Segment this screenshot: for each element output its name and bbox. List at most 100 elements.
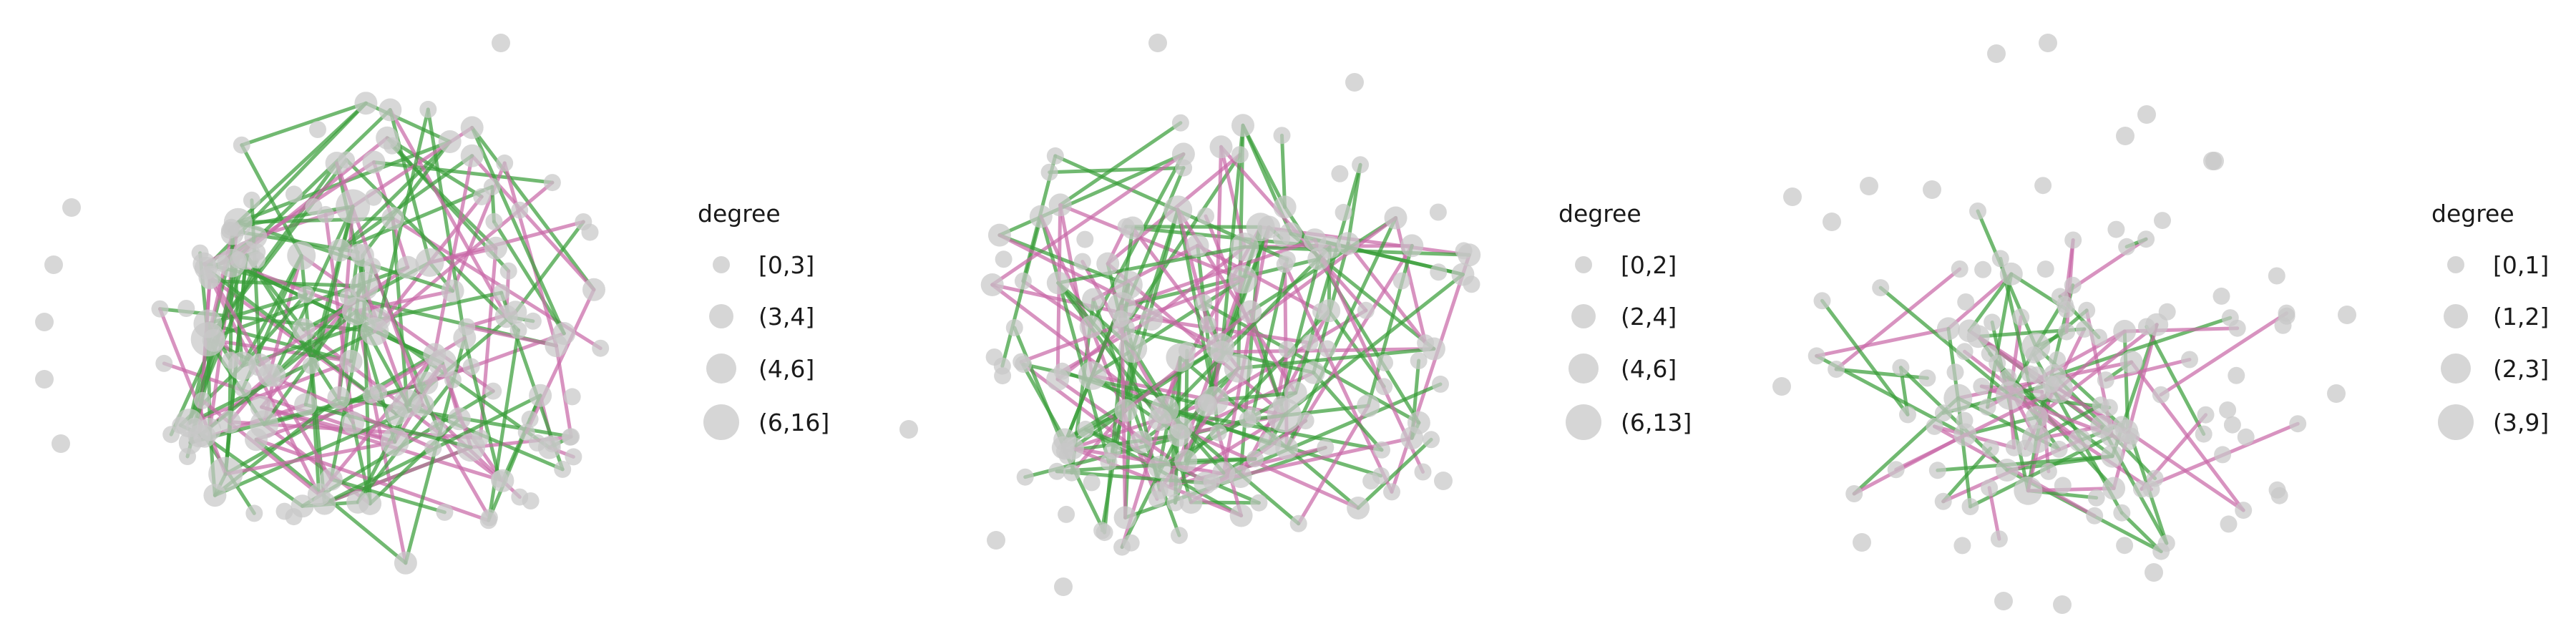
network-node [1231, 146, 1249, 164]
isolated-node [492, 34, 510, 52]
network-edge [1124, 225, 1263, 229]
network-node [423, 343, 447, 366]
network-node [1167, 424, 1191, 447]
isolated-node [35, 370, 54, 389]
legend-label: (4,6] [758, 355, 814, 383]
network-node [200, 272, 218, 290]
network-edge [369, 336, 467, 397]
legend-label: (3,9] [2493, 409, 2549, 436]
network-edge [525, 288, 596, 434]
network-node [1058, 505, 1075, 523]
legend-key-medium [709, 304, 733, 328]
network-node [1934, 404, 1952, 422]
network-edge [470, 125, 596, 292]
network-node [1179, 491, 1203, 514]
network-node [230, 251, 247, 269]
network-node [1016, 468, 1034, 486]
network-node [1943, 384, 1973, 413]
isolated-node [1345, 73, 1364, 92]
network-node [1383, 483, 1400, 501]
network-node [1392, 272, 1410, 290]
network-node [2068, 429, 2092, 452]
network-node [351, 243, 374, 267]
network-node [350, 271, 379, 301]
network-node [250, 395, 273, 419]
isolated-node [1148, 34, 1167, 52]
isolated-node [899, 420, 918, 439]
network-edge [1019, 360, 1067, 441]
network-node [1953, 423, 1977, 447]
network-node [285, 185, 303, 203]
network-node [1317, 439, 1335, 457]
legend-label: (4,6] [1621, 355, 1677, 383]
network-node [325, 152, 348, 175]
network-node [524, 312, 542, 330]
network-node [1318, 235, 1342, 259]
network-node [360, 317, 389, 346]
network-node [1289, 514, 1307, 532]
network-node [2043, 364, 2067, 387]
network-node [1429, 203, 1447, 221]
network-node [1375, 378, 1393, 396]
network-edge [997, 233, 1131, 287]
network-node [415, 371, 439, 395]
network-node [2119, 433, 2137, 451]
network-node [292, 318, 316, 341]
network-node [233, 136, 250, 154]
network-edge [1158, 245, 1332, 421]
network-edge [1936, 454, 2114, 472]
network-node [2087, 489, 2105, 507]
network-node [1246, 450, 1264, 468]
network-node [1258, 432, 1282, 455]
network-node [1114, 399, 1138, 422]
network-node [1302, 361, 1325, 384]
network-edge [1250, 258, 1289, 418]
network-edge [464, 325, 558, 348]
network-edge [303, 403, 473, 449]
network-node [2075, 320, 2093, 338]
network-edge [203, 434, 305, 508]
network-node [2152, 542, 2170, 560]
network-edge [1060, 317, 1153, 374]
isolated-node [35, 313, 54, 331]
legend-panel-3: degree [0,1] (1,2] (2,3] (3,9] [2431, 200, 2549, 440]
network-node [1272, 396, 1290, 413]
network-node [2090, 328, 2108, 346]
network-node [429, 419, 447, 437]
network-node [447, 407, 471, 431]
legend-key-medium [1571, 304, 1596, 328]
network-node [1956, 343, 1974, 361]
network-node [1953, 537, 1971, 555]
isolated-node [2338, 306, 2356, 324]
network-edge [1056, 280, 1226, 475]
network-node [2116, 537, 2134, 555]
network-node [307, 483, 331, 507]
isolated-node [52, 434, 70, 453]
network-node [2235, 502, 2253, 519]
network-node [485, 213, 503, 230]
network-node [1117, 218, 1135, 235]
network-node [1224, 353, 1253, 383]
network-node [565, 448, 582, 466]
network-node [517, 424, 535, 441]
network-node [537, 436, 561, 459]
network-edge [1346, 241, 1428, 345]
isolated-node [2327, 384, 2346, 403]
network-node [1422, 337, 1445, 361]
network-node [1451, 263, 1475, 286]
network-node [2092, 396, 2109, 414]
network-node [327, 386, 351, 409]
network-edge [344, 157, 520, 332]
network-node [285, 508, 303, 526]
network-node [1828, 361, 1845, 378]
network-node [1212, 461, 1236, 484]
network-edge [1815, 326, 1951, 358]
network-node [1284, 381, 1307, 404]
network-edge [1218, 216, 1397, 349]
network-node [1981, 479, 1999, 497]
network-edge [1878, 286, 2012, 398]
network-node [1206, 333, 1235, 362]
network-node [1046, 368, 1070, 391]
network-node [563, 388, 581, 406]
network-panel-3 [1772, 34, 2356, 614]
